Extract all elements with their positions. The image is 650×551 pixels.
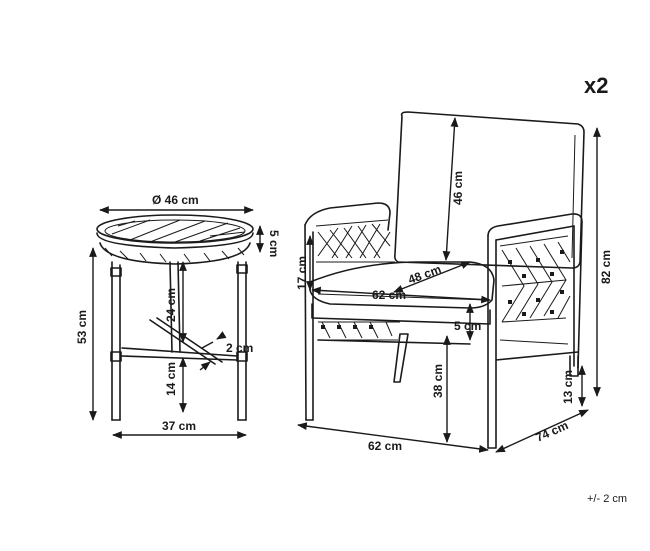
armchair-dimensions: [297, 117, 601, 453]
chair-cushion-thickness-label: 5 cm: [454, 319, 481, 333]
table-crossbar-label: 2 cm: [226, 341, 253, 355]
table-height-label: 53 cm: [75, 310, 89, 344]
armchair-drawing: [304, 111, 585, 449]
chair-armrest-height-label: 17 cm: [295, 256, 309, 290]
table-lower-leg-label: 14 cm: [164, 362, 178, 396]
chair-total-height-label: 82 cm: [599, 250, 613, 284]
chair-ground-clearance-label: 13 cm: [561, 370, 575, 404]
side-table-dimensions: [89, 206, 264, 439]
table-diameter-label: Ø 46 cm: [152, 193, 199, 207]
chair-seat-width-label: 62 cm: [372, 288, 406, 302]
chair-seat-depth-label: 48 cm: [406, 262, 443, 287]
table-upper-leg-label: 24 cm: [164, 288, 178, 322]
table-base-width-label: 37 cm: [162, 419, 196, 433]
table-top-thickness-label: 5 cm: [267, 230, 281, 257]
chair-seat-height-label: 38 cm: [431, 364, 445, 398]
chair-total-depth-label: 74 cm: [534, 418, 571, 445]
chair-back-height-label: 46 cm: [451, 171, 465, 205]
chair-total-width-label: 62 cm: [368, 439, 402, 453]
tolerance-note: +/- 2 cm: [587, 493, 627, 505]
quantity-label: x2: [584, 73, 608, 98]
